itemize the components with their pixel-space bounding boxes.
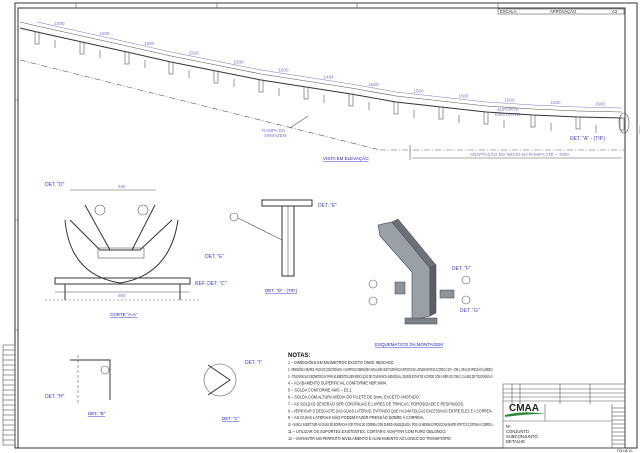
- header-cell-mid: APROVAÇÃO: [550, 9, 577, 14]
- assembly-schematic: DET. "F" DET. "G" ESQUEMÁTICO DA MONTAGE…: [368, 218, 480, 347]
- dimension-line: [577, 106, 623, 109]
- support-post: [34, 31, 40, 45]
- dimension-line: [532, 104, 579, 108]
- detail-a-ref: DET. "A" - (TIP.): [570, 136, 606, 142]
- note-item: 1 – DIMENSÕES EM MILÍMETROS EXCETO ONDE …: [288, 360, 394, 365]
- note-item: 3 – TOLERÂNCIAS GEOMÉTRICAS PARA ELEMENT…: [288, 374, 493, 379]
- dimension-label: 1500: [100, 31, 111, 36]
- support-post: [530, 114, 536, 128]
- section-a-title: CORTE "A-A": [110, 312, 138, 317]
- support-post: [348, 93, 354, 107]
- title-block: CMAA Nº CONJUNTO SUBCONJUNTO DETALHE FOL…: [502, 383, 633, 453]
- dimension-label: 1494: [324, 75, 335, 80]
- detail-d-ref: DET. "E": [318, 203, 337, 209]
- company-logo: CMAA: [509, 403, 539, 414]
- drawing-frame: [17, 7, 626, 449]
- dimension-label: 1500: [144, 41, 155, 46]
- detail-b-ref: DET. "H": [45, 394, 65, 400]
- elevation-title: VISTA EM ELEVAÇÃO: [323, 155, 369, 161]
- dimension-line: [36, 21, 83, 33]
- field-subconjunto: SUBCONJUNTO: [506, 434, 539, 439]
- note-item: 9 – AS GUIAS LATERAIS NÃO PODEM FAZER PR…: [288, 415, 424, 420]
- detail-c: DET. "I" DET. "C": [203, 360, 262, 421]
- dimension-line: [81, 31, 128, 43]
- header-cells: ESCALA APROVAÇÃO A3: [497, 8, 625, 15]
- dimension-line: [485, 101, 534, 106]
- det-e-ref: DET. "E": [205, 254, 224, 260]
- note-item: 2 – DIMENSÕES LINEARES, RAIOS DE CONCORD…: [288, 367, 493, 372]
- support-post: [303, 86, 309, 100]
- assembly-title: ESQUEMÁTICO DA MONTAGEM: [375, 341, 443, 347]
- detail-b: DET. "H" DET. "B": [45, 355, 111, 416]
- support-post: [124, 51, 130, 65]
- dimension-label: 1500: [189, 51, 200, 56]
- dimension-line: [305, 76, 352, 85]
- dimension-label: 1500: [551, 100, 562, 105]
- dimension-label: 1500: [414, 89, 425, 94]
- ref-det-c: REF. DET. "C": [195, 281, 227, 287]
- dimension-line: [440, 96, 487, 103]
- header-cell-right: A3: [612, 9, 618, 14]
- ramp-label-2: ARMAZEM: [264, 133, 287, 138]
- note-item: 6 – SOLDA COM ALTURA MÉDIA DO FILETE DE …: [288, 395, 420, 400]
- dimension-line: [170, 51, 217, 62]
- detail-b-title: DET. "B": [88, 411, 106, 416]
- section-a-a: DET. "D" 450 900 DET. "E" REF. DET. "C" …: [45, 182, 227, 317]
- note-item: 11 – UTILIZAR OS SUPORTES EXISTENTES, CO…: [288, 429, 446, 434]
- support-post: [438, 106, 444, 120]
- field-conjunto: CONJUNTO: [506, 429, 530, 434]
- dimension-line: [395, 91, 442, 98]
- note-item: 12 – GARANTIR UM PERFEITO NIVELAMENTO E …: [288, 436, 451, 441]
- support-post: [619, 117, 625, 131]
- detail-c-ref: DET. "I": [245, 360, 262, 366]
- notes: NOTAS: 1 – DIMENSÕES EM MILÍMETROS EXCET…: [288, 353, 493, 441]
- note-item: 5 – SOLDA CONFORME AWS – D1.1: [288, 388, 352, 393]
- ramp-line: [19, 59, 381, 151]
- note-item: 10 – NUNCA SUBSTITUIR AS GUIAS DE BORRAC…: [288, 422, 493, 427]
- notes-heading: NOTAS:: [288, 353, 311, 359]
- ramp-label-1: RAMPA DO: [262, 128, 286, 133]
- dimension-line: [350, 83, 397, 93]
- dimension-label: 1500: [55, 21, 66, 26]
- dimension-line: [215, 60, 262, 71]
- det-d-ref: DET. "D": [45, 182, 65, 188]
- support-post: [393, 101, 399, 115]
- support-post: [575, 116, 581, 130]
- no-label: Nº: [506, 424, 511, 429]
- support-label-1: SUPORTE: [497, 107, 519, 112]
- assembly-ref-1: DET. "F": [452, 266, 471, 272]
- dimension-label: 1500: [595, 102, 606, 107]
- support-post: [79, 41, 85, 55]
- detail-d: DET. "E" DET. "D" - (TIP.): [229, 199, 337, 293]
- sheet-number: FOLHA 1/1: [617, 449, 633, 453]
- note-item: 7 – AS SOLDAS DEVERÃO SER CONTÍNUAS E LI…: [288, 401, 464, 406]
- support-post: [213, 70, 219, 84]
- dimension-line: [126, 41, 172, 53]
- width-top: 450: [118, 184, 126, 189]
- elevation-view: ADAPTAÇÃO DO INÍCIO DA RAMPA ATÉ ~ 7000 …: [19, 21, 640, 161]
- note-item: 4 – ACABAMENTO SUPERFICIAL CONFORME NBR …: [288, 381, 387, 386]
- support-label-2: EXISTENTE: [495, 112, 520, 117]
- dimension-label: 1500: [369, 82, 380, 87]
- support-post: [168, 61, 174, 75]
- adapt-label: ADAPTAÇÃO DO INÍCIO DA RAMPA ATÉ ~ 7000: [470, 151, 569, 157]
- assembly-ref-2: DET. "G": [460, 308, 480, 314]
- dimension-label: 1500: [234, 60, 245, 65]
- support-post: [483, 111, 489, 125]
- note-item: 8 – VERIFICAR O DESGASTE DAS GUIAS LATER…: [288, 408, 493, 413]
- field-detalhe: DETALHE: [506, 439, 525, 444]
- detail-c-title: DET. "C": [222, 416, 240, 421]
- dimension-label: 1500: [505, 98, 516, 103]
- header-cell-left: ESCALA: [500, 9, 517, 14]
- dimension-label: 1500: [279, 68, 290, 73]
- dimension-line: [260, 69, 307, 78]
- dimension-label: 1500: [459, 94, 470, 99]
- support-post: [258, 79, 264, 93]
- width-bottom: 900: [118, 293, 126, 298]
- detail-d-title: DET. "D" - (TIP.): [265, 288, 298, 293]
